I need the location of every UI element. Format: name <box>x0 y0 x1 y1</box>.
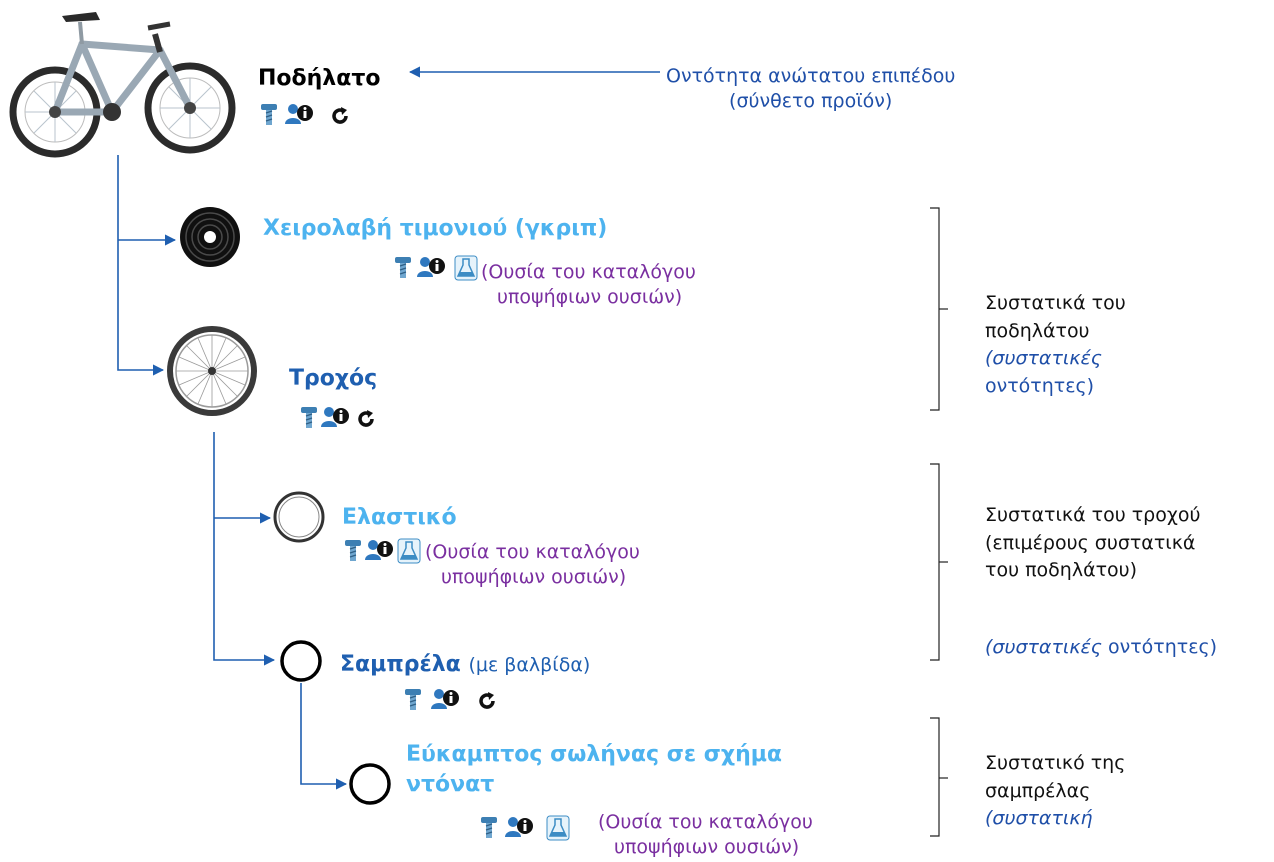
hose-substance-line2: υποψήφιων ουσιών) <box>614 835 800 858</box>
grip-substance-line2: υποψήφιων ουσιών) <box>497 285 683 308</box>
tyre-title: Ελαστικό <box>342 505 457 530</box>
root-title: Ποδήλατο <box>258 66 381 91</box>
root-annotation-line1: Οντότητα ανώτατου επιπέδου <box>666 65 956 87</box>
screw-icon <box>301 407 317 428</box>
grip-icons <box>392 255 492 281</box>
tyre-substance-line1: (Ουσία του καταλόγου <box>425 541 640 563</box>
refresh-icon <box>358 410 374 427</box>
hose-substance-line1: (Ουσία του καταλόγου <box>598 811 813 833</box>
grip-substance-line1: (Ουσία του καταλόγου <box>481 261 696 283</box>
wheel-components-line1: Συστατικά του τροχού <box>985 504 1201 526</box>
refresh-icon <box>479 692 495 709</box>
tyre-image <box>273 491 325 543</box>
tube-components-italic: (συστατική <box>985 807 1093 830</box>
grip-image <box>180 207 240 267</box>
root-annotation-line2: (σύνθετο προϊόν) <box>729 89 893 112</box>
screw-icon <box>261 104 277 125</box>
tree-connectors <box>117 66 660 790</box>
flask-icon <box>454 255 478 281</box>
refresh-icon <box>332 107 348 124</box>
screw-icon <box>395 257 411 278</box>
bracket-wheel-components <box>930 463 940 661</box>
tyre-substance-line2: υποψήφιων ουσιών) <box>441 565 627 588</box>
grip-title: Χειρολαβή τιμονιού (γκριπ) <box>263 216 608 241</box>
bicycle-image <box>9 12 236 158</box>
wheel-components-italic: (συστατικές <box>985 636 1102 658</box>
bicycle-components-line2: ποδηλάτου <box>985 319 1090 342</box>
inner-tube-ring <box>280 640 322 682</box>
hose-title-line1: Εύκαμπτος σωλήνας σε σχήμα <box>406 742 783 767</box>
tyre-icons <box>342 538 432 564</box>
tube-components-note: Συστατικό της σαμπρέλας (συστατική <box>985 750 1125 833</box>
wheel-icons <box>298 405 388 431</box>
hose-icons <box>478 815 578 841</box>
grip-substance-note: (Ουσία του καταλόγου υποψήφιων ουσιών) <box>481 260 696 309</box>
hose-substance-note: (Ουσία του καταλόγου υποψήφιων ουσιών) <box>598 810 813 859</box>
flask-icon <box>546 815 570 841</box>
person-info-icon <box>321 407 349 427</box>
tube-icons <box>402 687 502 713</box>
bicycle-components-note: Συστατικά του ποδηλάτου (συστατικές οντό… <box>985 290 1126 400</box>
screw-icon <box>481 817 497 838</box>
person-info-icon <box>505 817 533 837</box>
wheel-components-line2: (επιμέρους συστατικά <box>985 531 1196 554</box>
tyre-substance-note: (Ουσία του καταλόγου υποψήφιων ουσιών) <box>425 540 640 589</box>
flask-icon <box>397 538 421 564</box>
brackets <box>930 207 948 837</box>
root-icons <box>258 102 358 128</box>
tube-title-suffix: (με βαλβίδα) <box>468 654 591 676</box>
donut-hose-ring <box>349 763 391 805</box>
wheel-components-note: Συστατικά του τροχού (επιμέρους συστατικ… <box>985 502 1200 585</box>
hose-title-line2: ντόνατ <box>406 771 495 797</box>
wheel-title: Τροχός <box>289 366 378 391</box>
wheel-components-tail: οντότητες) <box>1101 636 1218 658</box>
bracket-tube-components <box>930 717 940 837</box>
wheel-components-line3: του ποδηλάτου) <box>985 559 1138 582</box>
wheel-image <box>167 326 257 416</box>
bicycle-components-line4: οντότητες) <box>985 374 1095 397</box>
person-info-icon <box>285 104 313 124</box>
screw-icon <box>345 540 361 561</box>
bicycle-components-italic: (συστατικές <box>985 347 1102 370</box>
tube-components-line1: Συστατικό της <box>985 752 1126 774</box>
person-info-icon <box>431 689 459 709</box>
screw-icon <box>405 689 421 710</box>
tube-components-line2: σαμπρέλας <box>985 779 1091 802</box>
person-info-icon <box>365 540 393 560</box>
person-info-icon <box>417 257 445 277</box>
root-annotation: Οντότητα ανώτατου επιπέδου (σύνθετο προϊ… <box>666 64 955 113</box>
bicycle-components-line1: Συστατικά του <box>985 292 1126 314</box>
tube-title: Σαμπρέλα (με βαλβίδα) <box>340 652 590 678</box>
wheel-components-entities: (συστατικές οντότητες) <box>985 634 1217 662</box>
hose-title: Εύκαμπτος σωλήνας σε σχήμα ντόνατ <box>406 740 782 799</box>
bracket-bicycle-components <box>930 207 940 411</box>
tube-title-name: Σαμπρέλα <box>340 652 461 677</box>
